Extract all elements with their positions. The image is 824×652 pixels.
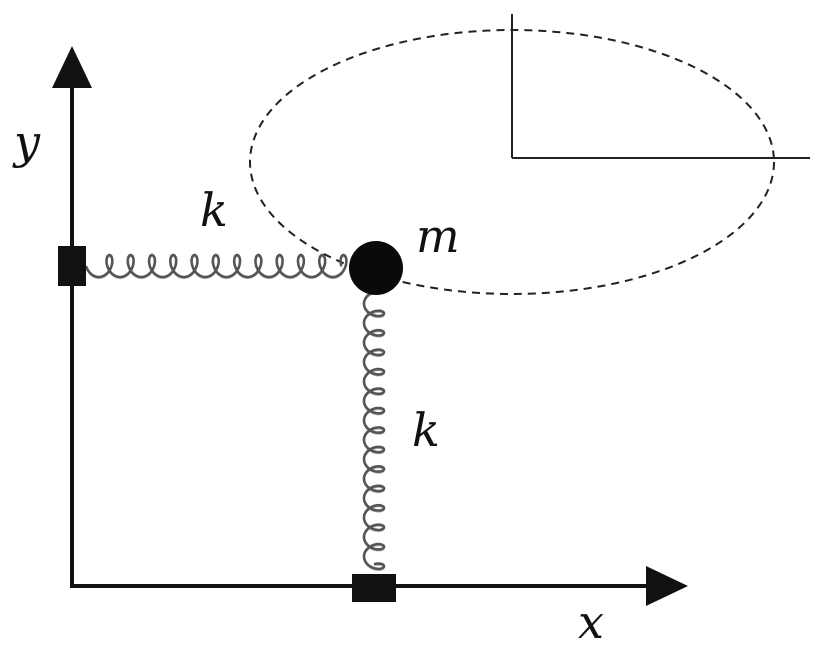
horizontal-spring-coil [84,253,348,279]
wall-anchor-left [58,246,86,286]
mass-ball [349,241,403,295]
y-axis-arrowhead [52,46,92,88]
vertical-spring [362,290,386,571]
horizontal-spring [84,253,348,280]
spring-constant-label-right: k [412,403,440,457]
wall-anchor-bottom [352,574,396,602]
x-axis-label: x [578,595,604,649]
spring-constant-label-top: k [200,183,228,237]
x-axis-arrowhead [646,566,688,606]
mass-label: m [416,209,460,263]
y-axis-label: y [12,115,41,169]
vertical-spring-coil [362,290,386,571]
